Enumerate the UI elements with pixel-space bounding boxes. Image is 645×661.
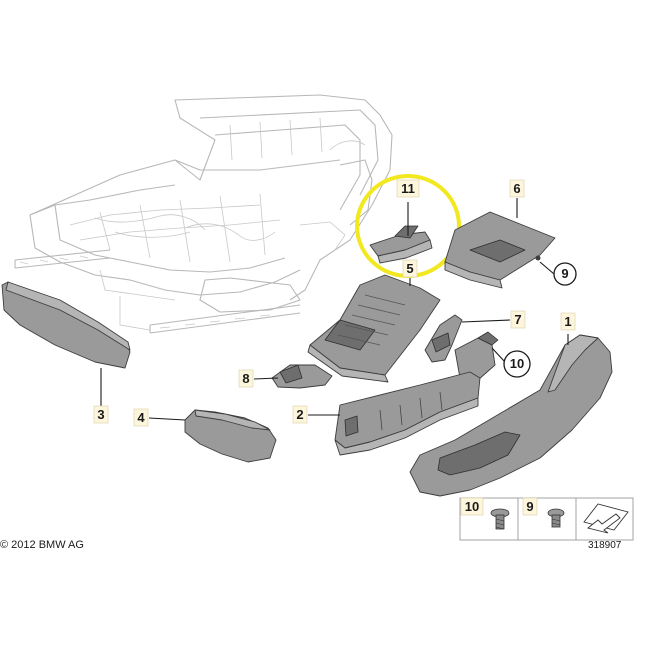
part-number: 1 <box>564 314 571 329</box>
label-circle <box>553 262 577 286</box>
label-box <box>510 310 526 329</box>
leader-line-8 <box>253 377 279 380</box>
part-number: 10 <box>510 356 524 371</box>
part-label-2: 2 <box>292 405 308 424</box>
leader-line-10 <box>491 347 506 363</box>
part-number: 8 <box>242 371 249 386</box>
part-number: 5 <box>406 261 413 276</box>
part-number: 10 <box>465 499 479 514</box>
label-box <box>522 497 538 516</box>
part-1-side-panel <box>409 334 613 497</box>
bolt-icon <box>547 508 565 528</box>
label-box <box>396 179 420 198</box>
part-number: 4 <box>137 410 145 425</box>
label-box <box>93 405 109 424</box>
part-label-4: 4 <box>133 408 149 427</box>
part-8-plate <box>271 364 333 389</box>
part-label-3: 3 <box>93 405 109 424</box>
part-label-8: 8 <box>238 369 254 388</box>
part-number: 2 <box>296 407 303 422</box>
part-label-5: 5 <box>402 259 418 278</box>
part-label-1: 1 <box>560 312 576 331</box>
label-circle <box>503 350 531 378</box>
part-4-trim <box>184 409 277 463</box>
part-label-10: 10 <box>503 350 531 378</box>
label-box <box>509 179 525 198</box>
label-box <box>560 312 576 331</box>
leader-line-7 <box>461 319 511 323</box>
part-labels: 1 2 3 4 5 6 7 8 9 10 11 10 9 <box>93 179 577 516</box>
leader-line-4 <box>148 417 186 421</box>
leader-lines <box>100 198 569 421</box>
part-label-7: 7 <box>510 310 526 329</box>
label-box <box>238 369 254 388</box>
part-label-6: 6 <box>509 179 525 198</box>
legend-label-10: 10 <box>460 497 484 516</box>
part-7-bracket <box>424 314 463 363</box>
label-box <box>133 408 149 427</box>
part-number: 3 <box>97 407 104 422</box>
drawing-number: 318907 <box>588 540 622 551</box>
label-box <box>292 405 308 424</box>
part-number: 11 <box>401 181 415 196</box>
part-number: 7 <box>514 312 521 327</box>
part-6-cover <box>444 211 556 289</box>
legend-box <box>459 497 634 541</box>
leader-line-9 <box>539 261 555 275</box>
part-label-9: 9 <box>553 262 577 286</box>
part-5-tray <box>307 274 441 383</box>
screw-icon <box>490 508 510 530</box>
part-number: 6 <box>513 181 520 196</box>
label-box <box>402 259 418 278</box>
part-number: 9 <box>526 499 533 514</box>
part-10-bracket <box>454 331 499 381</box>
label-box <box>460 497 484 516</box>
part-11-clip <box>369 225 433 264</box>
part-3-trim <box>1 281 131 369</box>
copyright-text: © 2012 BMW AG <box>0 539 84 551</box>
part-2-side-trim <box>334 371 481 456</box>
seat-frame-outline <box>14 94 393 334</box>
arrow-symbol-icon <box>583 503 629 534</box>
legend-label-9: 9 <box>522 497 538 516</box>
part-label-11: 11 <box>396 179 420 198</box>
part-number: 9 <box>561 266 568 281</box>
